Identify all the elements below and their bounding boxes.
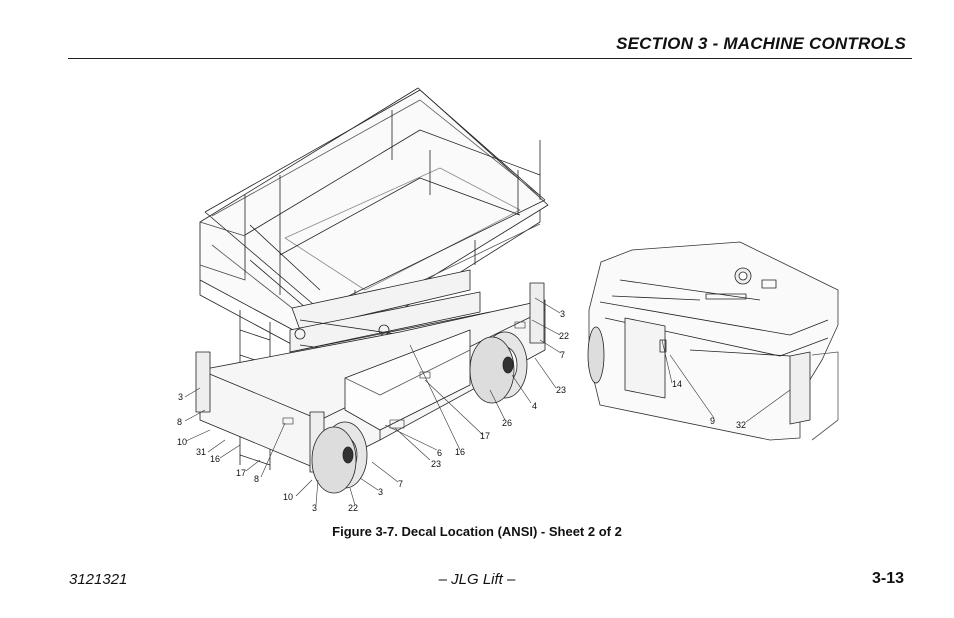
callout-26: 26 [502,418,512,428]
scissor-lift-drawing [195,87,549,494]
callout-9: 9 [710,416,715,426]
callout-4: 4 [532,401,537,411]
callout-6: 6 [437,448,442,458]
publisher-label: – JLG Lift – [438,571,516,588]
callout-22: 22 [559,331,569,341]
section-title: SECTION 3 - MACHINE CONTROLS [616,34,906,53]
callout-17: 17 [236,468,246,478]
callout-10: 10 [283,492,293,502]
callout-14: 14 [672,379,682,389]
callout-32: 32 [736,420,746,430]
callout-leaders [184,297,791,506]
callout-7: 7 [560,350,565,360]
callout-16: 16 [455,447,465,457]
callout-23: 23 [431,459,441,469]
detail-inset-drawing [587,241,839,441]
callout-8: 8 [177,417,182,427]
callout-3: 3 [312,503,317,513]
callout-10: 10 [177,437,187,447]
callout-3: 3 [560,309,565,319]
callout-31: 31 [196,447,206,457]
callout-17: 17 [480,431,490,441]
header-divider [68,58,912,59]
callout-7: 7 [398,479,403,489]
callout-16: 16 [210,454,220,464]
callout-labels: 3 8 10 31 16 17 8 10 3 22 3 7 23 6 16 17… [177,309,746,513]
page-number: 3-13 [871,570,904,587]
callout-3: 3 [378,487,383,497]
callout-23: 23 [556,385,566,395]
figure-caption: Figure 3-7. Decal Location (ANSI) - Shee… [332,524,622,539]
document-number: 3121321 [69,571,128,588]
callout-8: 8 [254,474,259,484]
callout-22: 22 [348,503,358,513]
callout-3: 3 [178,392,183,402]
